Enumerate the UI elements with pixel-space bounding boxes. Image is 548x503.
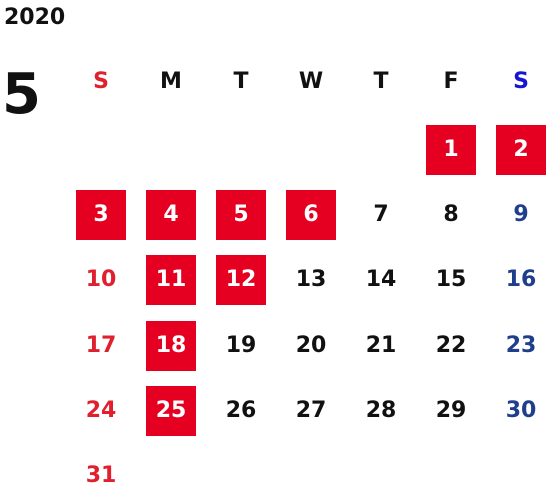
- date-cell[interactable]: 28: [365, 398, 397, 423]
- weekday-header: W: [298, 69, 324, 94]
- holiday-date-cell[interactable]: 2: [496, 125, 546, 175]
- date-cell[interactable]: 30: [505, 398, 537, 423]
- date-cell[interactable]: 21: [365, 333, 397, 358]
- date-cell[interactable]: 7: [373, 202, 389, 227]
- date-cell[interactable]: 27: [295, 398, 327, 423]
- weekday-header: T: [373, 69, 389, 94]
- holiday-date-cell[interactable]: 3: [76, 190, 126, 240]
- holiday-date-cell[interactable]: 5: [216, 190, 266, 240]
- month-number: 5: [2, 62, 41, 127]
- date-cell[interactable]: 20: [295, 333, 327, 358]
- date-cell[interactable]: 31: [85, 463, 117, 488]
- date-cell[interactable]: 13: [295, 267, 327, 292]
- date-cell[interactable]: 26: [225, 398, 257, 423]
- date-cell[interactable]: 10: [85, 267, 117, 292]
- holiday-date-cell[interactable]: 4: [146, 190, 196, 240]
- year-label: 2020: [4, 5, 66, 30]
- date-cell[interactable]: 22: [435, 333, 467, 358]
- holiday-date-cell[interactable]: 18: [146, 321, 196, 371]
- weekday-header: S: [93, 69, 109, 94]
- weekday-header: M: [160, 69, 182, 94]
- date-cell[interactable]: 8: [443, 202, 459, 227]
- holiday-date-cell[interactable]: 12: [216, 255, 266, 305]
- date-cell[interactable]: 15: [435, 267, 467, 292]
- weekday-header: F: [443, 69, 459, 94]
- date-cell[interactable]: 17: [85, 333, 117, 358]
- holiday-date-cell[interactable]: 1: [426, 125, 476, 175]
- date-cell[interactable]: 23: [505, 333, 537, 358]
- date-cell[interactable]: 19: [225, 333, 257, 358]
- weekday-header: S: [513, 69, 529, 94]
- date-cell[interactable]: 29: [435, 398, 467, 423]
- date-cell[interactable]: 14: [365, 267, 397, 292]
- holiday-date-cell[interactable]: 25: [146, 386, 196, 436]
- holiday-date-cell[interactable]: 11: [146, 255, 196, 305]
- date-cell[interactable]: 24: [85, 398, 117, 423]
- weekday-header: T: [233, 69, 249, 94]
- date-cell[interactable]: 16: [505, 267, 537, 292]
- holiday-date-cell[interactable]: 6: [286, 190, 336, 240]
- date-cell[interactable]: 9: [513, 202, 529, 227]
